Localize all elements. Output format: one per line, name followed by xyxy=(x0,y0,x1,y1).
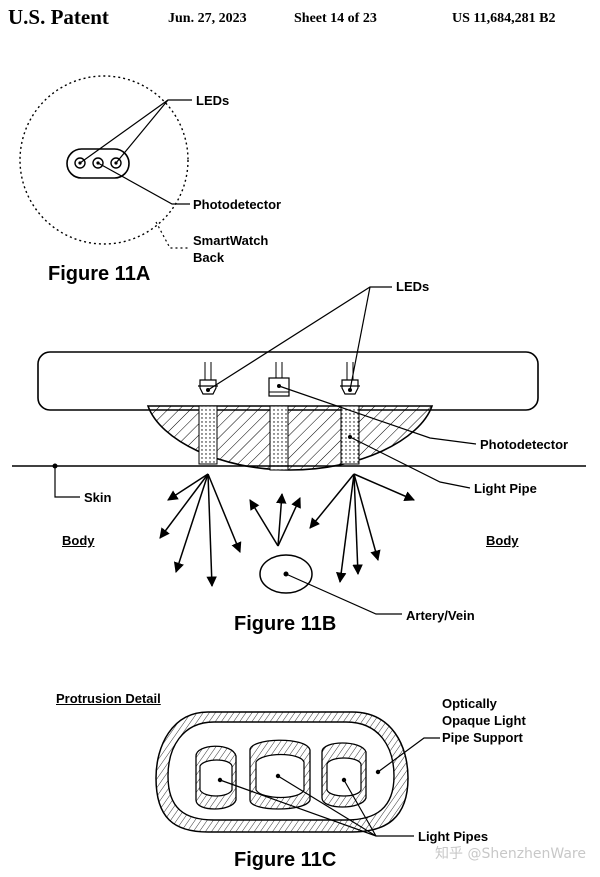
led-right xyxy=(110,157,122,169)
figure-11c xyxy=(155,711,440,837)
light-pipe-3d-right xyxy=(321,742,367,808)
fig11b-body-right-label: Body xyxy=(486,533,519,548)
led-left xyxy=(74,157,86,169)
light-pipe-3d-left xyxy=(195,745,237,810)
watermark-text: 知乎 @ShenzhenWare xyxy=(435,846,586,862)
fig11a-leds-label: LEDs xyxy=(196,93,230,108)
figure-11b xyxy=(12,286,586,615)
fig11c-support-label-3: Pipe Support xyxy=(442,730,523,745)
fig11a-caption: Figure 11A xyxy=(48,263,151,285)
fig11b-skin-label: Skin xyxy=(84,490,112,505)
fig11b-caption: Figure 11B xyxy=(234,613,337,635)
reflected-rays xyxy=(249,492,301,547)
fig11c-caption: Figure 11C xyxy=(234,849,337,871)
protrusion xyxy=(146,405,434,471)
fig11b-light-pipe-label: Light Pipe xyxy=(474,481,537,496)
header-date: Jun. 27, 2023 xyxy=(168,11,247,26)
back-leader-a xyxy=(155,221,190,249)
support-leader xyxy=(377,737,440,773)
skin-leader xyxy=(54,466,80,498)
light-pipe-leader xyxy=(349,436,471,489)
fig11c-support-label-1: Optically xyxy=(442,696,497,711)
light-pipes-leaders xyxy=(219,775,414,837)
fig11b-artery-label: Artery/Vein xyxy=(406,608,475,623)
fig11a-back-label-2: Back xyxy=(193,250,225,265)
figure-11a xyxy=(19,75,192,249)
photodetector-leader-b xyxy=(278,385,477,445)
led-component-left xyxy=(198,362,218,395)
fig11b-photodetector-label: Photodetector xyxy=(480,437,569,452)
header-patent-number: US 11,684,281 B2 xyxy=(452,11,556,26)
smartwatch-back-outline xyxy=(19,75,189,245)
fig11c-detail-label: Protrusion Detail xyxy=(56,691,161,706)
photodetector-center xyxy=(92,157,104,169)
light-rays-left xyxy=(159,473,242,588)
fig11b-body-left-label: Body xyxy=(62,533,95,548)
photodetector-leader-a xyxy=(97,162,190,205)
fig11c-support-label-2: Opaque Light xyxy=(442,713,526,728)
header-patent-label: U.S. Patent xyxy=(8,5,109,29)
fig11c-light-pipes-label: Light Pipes xyxy=(418,829,489,844)
header-sheet: Sheet 14 of 23 xyxy=(294,11,377,26)
fig11a-back-label-1: SmartWatch xyxy=(193,233,269,248)
artery-leader xyxy=(285,573,402,615)
light-rays-right xyxy=(309,473,415,584)
fig11b-leds-label: LEDs xyxy=(396,279,430,294)
light-pipe-3d-center xyxy=(249,739,311,810)
fig11a-photodetector-label: Photodetector xyxy=(193,197,282,212)
